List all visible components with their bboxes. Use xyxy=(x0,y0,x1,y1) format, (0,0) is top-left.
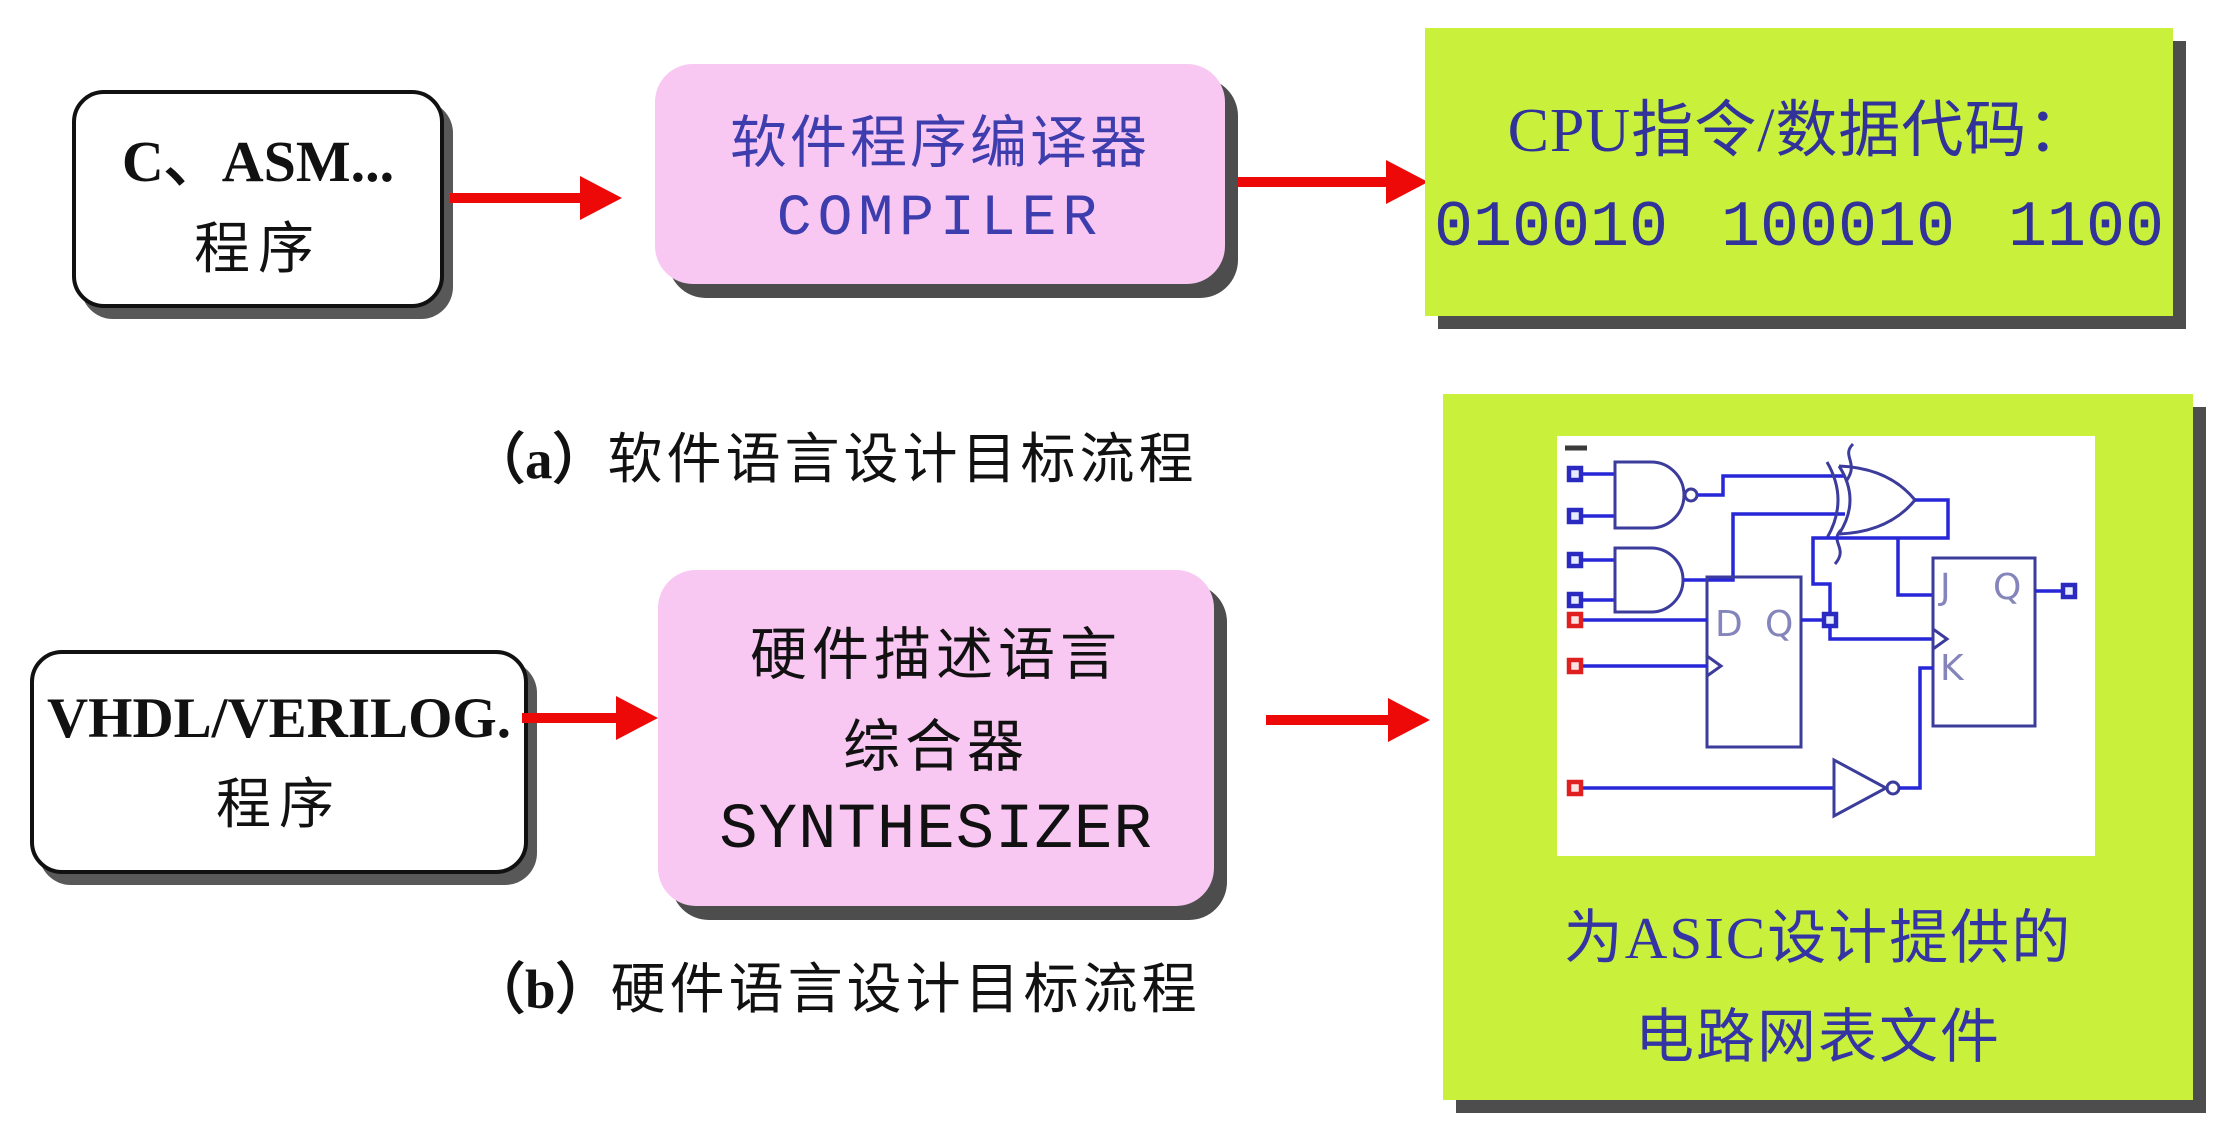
jk-flipflop: J Q K xyxy=(1931,556,2063,728)
output-terminal xyxy=(2060,582,2078,600)
source-program-box-hardware: VHDL/VERILOG. 程序 xyxy=(30,650,528,874)
source-program-box-software: C、ASM... 程序 xyxy=(72,90,444,308)
input-terminal xyxy=(1566,465,1584,483)
caption-b-text: 硬件语言设计目标流程 xyxy=(610,959,1201,1020)
synthesizer-label-cn-1: 硬件描述语言 xyxy=(750,624,1122,687)
input-terminal xyxy=(1566,507,1584,525)
source-language-label: C、ASM... xyxy=(121,128,395,194)
caption-b-index: （b） xyxy=(470,959,611,1020)
netlist-circuit-diagram: D Q J Q K xyxy=(1565,442,2078,819)
input-terminal-red xyxy=(1566,611,1584,629)
flow-arrow-hdl-to-synthesizer xyxy=(522,696,658,740)
synthesizer-label-en: SYNTHESIZER xyxy=(719,795,1153,867)
arrow-shaft xyxy=(450,193,586,203)
net-connector xyxy=(1821,611,1839,629)
arrow-shaft xyxy=(1266,715,1394,725)
or-gate xyxy=(1825,442,1917,565)
caption-a-text: 软件语言设计目标流程 xyxy=(607,429,1198,490)
jkff-j-label: J xyxy=(1938,567,1951,608)
compiler-label-cn: 软件程序编译器 xyxy=(730,111,1150,175)
caption-a-index: （a） xyxy=(470,429,608,490)
circuit-schematic-panel: D Q J Q K xyxy=(1557,436,2095,856)
arrow-head xyxy=(1386,160,1428,204)
synthesizer-label-cn-2: 综合器 xyxy=(843,716,1029,779)
or-output-wire xyxy=(1811,498,1950,614)
compiler-label-en: COMPILER xyxy=(776,186,1104,252)
netlist-caption-line1: 为ASIC设计提供的 xyxy=(1563,905,2073,971)
input-terminal xyxy=(1566,591,1584,609)
jkff-q-label: Q xyxy=(1993,567,2021,608)
binary-code-text: 010010 100010 1100 xyxy=(1433,191,2165,265)
sketch-stroke xyxy=(1845,442,1855,481)
arrow-head xyxy=(580,176,622,220)
caption-flow-b: （b）硬件语言设计目标流程 xyxy=(470,944,1201,1024)
arrow-head xyxy=(616,696,658,740)
synthesizer-box: 硬件描述语言 综合器 SYNTHESIZER xyxy=(658,570,1214,906)
not-gate xyxy=(1581,666,1933,819)
nand-gate xyxy=(1581,460,1845,530)
program-label: 程序 xyxy=(215,773,342,835)
input-terminal-red xyxy=(1566,657,1584,675)
input-terminal xyxy=(1566,551,1584,569)
cpu-code-title: CPU指令/数据代码： xyxy=(1507,97,2091,165)
flow-arrow-synthesizer-to-netlist xyxy=(1266,698,1430,742)
sketch-stroke xyxy=(1833,528,1843,565)
netlist-caption: 为ASIC设计提供的 电路网表文件 xyxy=(1443,890,2193,1074)
arrow-head xyxy=(1388,698,1430,742)
hdl-language-label: VHDL/VERILOG. xyxy=(47,686,511,750)
caption-flow-a: （a）软件语言设计目标流程 xyxy=(470,414,1198,494)
j-input-wire xyxy=(1896,538,1933,597)
d-flipflop: D Q xyxy=(1581,575,1824,749)
program-label: 程序 xyxy=(194,218,322,281)
netlist-caption-line2: 电路网表文件 xyxy=(1634,1004,2001,1070)
dff-d-label: D xyxy=(1715,604,1743,645)
netlist-output-box: D Q J Q K xyxy=(1443,394,2193,1100)
dff-q-label: Q xyxy=(1765,604,1793,645)
flow-arrow-compiler-to-code xyxy=(1238,160,1428,204)
flow-arrow-source-to-compiler xyxy=(450,176,622,220)
compiler-box: 软件程序编译器 COMPILER xyxy=(655,64,1225,284)
jkff-k-label: K xyxy=(1940,648,1965,689)
arrow-shaft xyxy=(522,713,622,723)
jk-clock-wire xyxy=(1828,626,1933,641)
arrow-shaft xyxy=(1238,177,1392,187)
input-terminal-red xyxy=(1566,779,1584,797)
cpu-code-output-box: CPU指令/数据代码： 010010 100010 1100 xyxy=(1425,28,2173,316)
